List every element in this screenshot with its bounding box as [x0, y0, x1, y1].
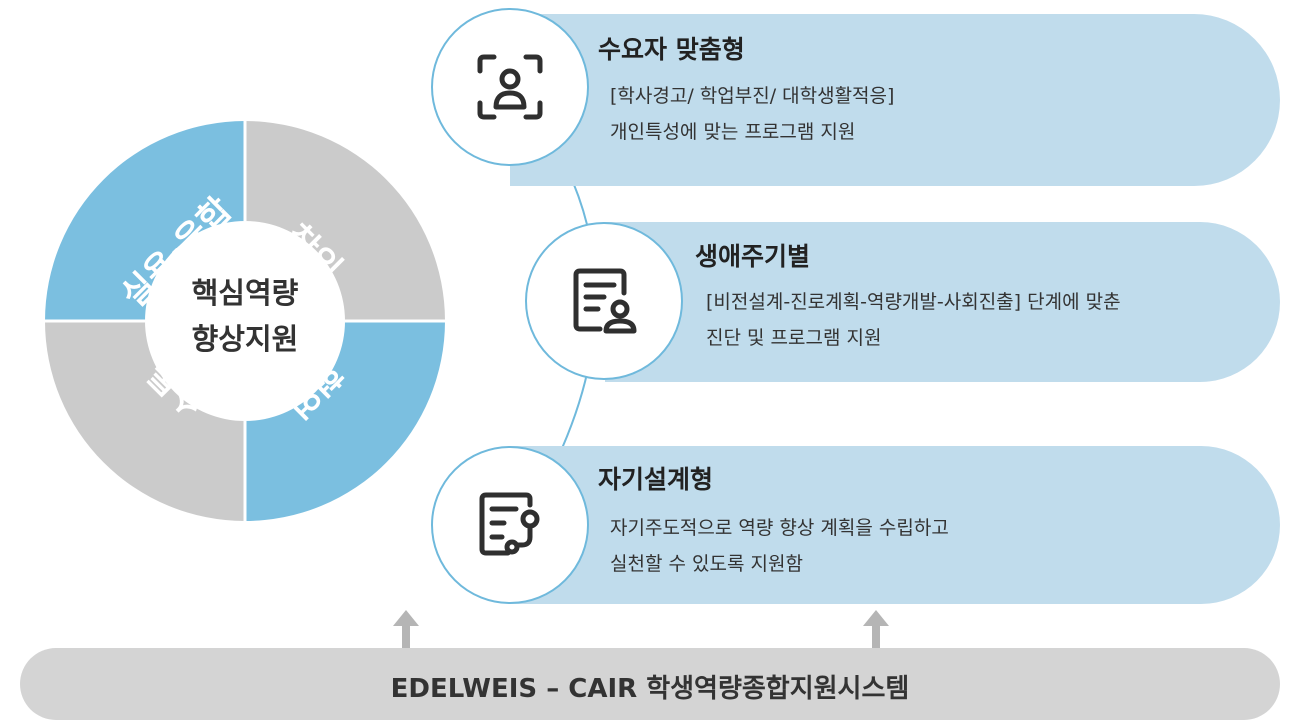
card-lifecycle-desc: [비전설계-진로계획-역량개발-사회진출] 단계에 맞춘 진단 및 프로그램 지… [706, 284, 1121, 356]
ring-segment-creativity [245, 121, 445, 321]
card-lifecycle-desc-line2: 진단 및 프로그램 지원 [706, 327, 882, 349]
card-lifecycle-desc-line1: [비전설계-진로계획-역량개발-사회진출] 단계에 맞춘 [706, 291, 1121, 313]
system-footer-label: EDELWEIS – CAIR 학생역량종합지원시스템 [390, 674, 910, 704]
document-path-icon [479, 492, 540, 556]
card-self-design-icon-circle [431, 446, 589, 604]
core-title-line1: 핵심역량 [191, 276, 299, 310]
card-self-design-desc: 자기주도적으로 역량 향상 계획을 수립하고 실천할 수 있도록 지원함 [610, 510, 949, 582]
card-customized-pill [510, 14, 1280, 186]
card-customized-desc-line2: 개인특성에 맞는 프로그램 지원 [610, 121, 856, 143]
card-lifecycle-title: 생애주기별 [695, 242, 811, 271]
ring-segment-practical-convergence [45, 121, 245, 321]
document-user-icon [573, 268, 637, 334]
ring-segment-communication [45, 321, 245, 521]
user-focus-icon [477, 54, 543, 120]
card-lifecycle-icon-circle [525, 222, 683, 380]
card-customized-desc-line1: [학사경고/ 학업부진/ 대학생활적응] [610, 85, 895, 107]
card-self-design-title: 자기설계형 [598, 465, 714, 494]
card-customized-icon-circle [431, 8, 589, 166]
arrow-up-right [863, 610, 889, 650]
core-ring: 실용·융합 창의 협업 소통 [45, 121, 445, 521]
core-title: 핵심역량 향상지원 [145, 270, 345, 362]
card-customized-desc: [학사경고/ 학업부진/ 대학생활적응] 개인특성에 맞는 프로그램 지원 [610, 78, 894, 150]
card-customized-title: 수요자 맞춤형 [598, 35, 745, 64]
core-title-line2: 향상지원 [191, 322, 299, 356]
arrow-up-left [393, 610, 419, 650]
card-self-design-pill [510, 446, 1280, 604]
card-self-design-desc-line1: 자기주도적으로 역량 향상 계획을 수립하고 [610, 517, 949, 539]
ring-segment-collaboration [245, 321, 445, 521]
card-lifecycle-pill [605, 222, 1280, 382]
card-self-design-desc-line2: 실천할 수 있도록 지원함 [610, 553, 803, 575]
system-footer-bar: EDELWEIS – CAIR 학생역량종합지원시스템 [20, 648, 1280, 720]
